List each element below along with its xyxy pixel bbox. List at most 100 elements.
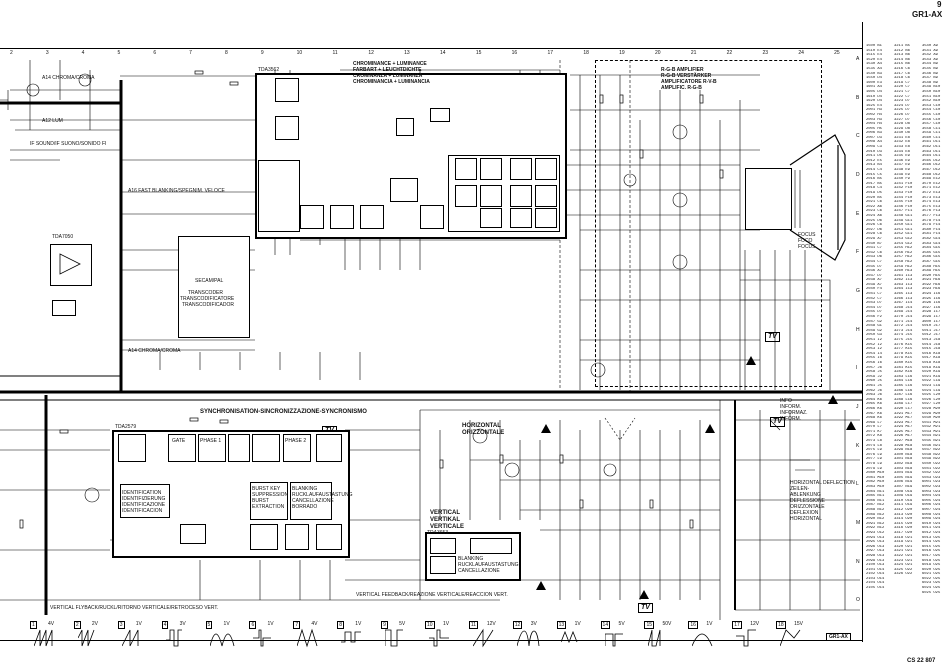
grid-number: 10 [296,50,303,56]
legend-entry: 2069 L7 [866,420,882,425]
legend-entry: 3598 I17 [922,310,941,315]
legend-entry: 2032 C6 [866,250,882,255]
legend-entry: 2048 G1 [866,324,882,329]
grid-number: 16 [511,50,518,56]
legend-entry: 2018 C4 [866,186,882,191]
legend-entry: 1500 B1 [866,44,882,48]
chroma-mix-1 [455,158,477,180]
waveform-trace [648,629,661,647]
legend-entry: 3587 G15 [922,259,941,264]
legend-entry: 3281 K15 [894,365,913,370]
legend-entry: 2037 D7 [866,273,882,278]
legend-entry: 3304 N19 [894,471,913,476]
audio-ic-label: TDA7050 [52,234,74,240]
legend-entry: 3218 C6 [894,76,910,81]
chroma-sub-a [275,78,299,102]
legend-entry: 3565 D12 [922,158,941,163]
legend-entry: 3211 B5 [894,44,910,48]
legend-entry: 3540 A9 [922,44,938,48]
legend-entry: 3323 O21 [894,558,913,563]
legend-entry: 2033 D6 [866,255,882,260]
grid-letter: C [856,133,860,140]
waveform-amplitude: 1V [443,621,450,627]
legend-entry: 2092 N12 [866,526,885,531]
tube-label-2: FOCO [798,238,813,244]
legend-entry: 3251 G11 [894,227,913,232]
legend-entry: 2016 B5 [866,177,882,182]
legend-entry: 3594 I16 [922,292,941,297]
legend-entry: 5038 N22 [922,452,941,457]
legend-entry: 3290 L17 [894,406,913,411]
legend-entry: 3567 D12 [922,168,941,173]
legend-entry: 3231 E8 [894,135,910,140]
ref-left-3: A16 FAST BLANKING/SPEGNIM. VELOCE [128,188,225,194]
chroma-ic-label: TDA3562 [258,67,280,73]
legend-entry: 2084 N11 [866,489,885,494]
legend-entry: 5041 O22 [922,466,941,471]
waveform-amplitude: 1V [267,621,274,627]
legend-entry: 6001 O23 [922,480,941,485]
legend-entry: 3212 B6 [894,48,910,53]
legend-entry: 3320 O21 [894,544,913,549]
legend-entry: 2050 G3 [866,333,882,338]
legend-entry: 3288 L16 [894,397,913,402]
legend-entry: 2042 C7 [866,296,882,301]
legend-entry: 2072 K8 [866,434,882,439]
legend-entry: 5034 N21 [922,434,941,439]
legend-entry: 2005 H5 [866,126,882,131]
audio-amp-triangle [59,253,81,275]
sync-gate [168,434,196,462]
legend-entry: 3244 F10 [894,195,913,200]
legend-entry: 3592 H16 [922,282,941,287]
legend-entry: 6008 O24 [922,512,941,517]
legend-entry: 3240 F9 [894,177,910,182]
audio-ic-block [50,244,92,286]
legend-entry: 3298 M18 [894,443,913,448]
rgb-title-3: AMPLIFICATORE R-V-B [661,79,717,85]
vert-amp-2 [470,538,512,554]
waveform-amplitude: 15V [794,621,804,627]
bus-info-4: INFORM. [780,416,802,422]
legend-entry: 2071 K7 [866,429,882,434]
waveform-id: 1 [30,621,37,629]
legend-entry: 3572 E13 [922,191,941,195]
legend-entry: 5029 M20 [922,411,941,416]
legend-entry: 6007 O24 [922,507,941,512]
waveform-trace [121,629,139,647]
waveform-id: 12 [512,621,523,629]
waveform-amplitude: 5V [399,621,406,627]
legend-entry: 2044 D7 [866,305,882,310]
grid-number: 25 [834,50,840,56]
legend-entry: 3232 E8 [894,140,910,145]
frame-bottom [0,640,862,641]
legend-entry: 2101 O14 [866,567,885,572]
legend-entry: 6019 O25 [922,563,941,568]
burst-4: EXTRACTION [252,504,285,510]
legend-entry: 2006 B3 [866,131,882,136]
legend-entry: 3229 D8 [894,126,910,131]
tube-label-1: FOCUS [798,232,816,238]
legend-entry: 1620 D4 [866,99,882,104]
legend-entry: 3286 L16 [894,388,913,393]
grid-letter: M [856,520,861,526]
grid-number: 24 [798,50,804,56]
legend-entry: 3553 C10 [922,103,941,108]
legend-entry: 5035 N21 [922,439,941,444]
legend-entry: 3248 G11 [894,213,913,218]
ident-block [120,484,170,518]
waveform-id: 9 [381,621,388,629]
transcoder-1: TRANSCODER [188,290,224,296]
rgb-title-4: AMPLIFIC. R-G-B [661,85,702,91]
grid-number: 12 [368,50,374,56]
waveform-id: 7 [293,621,301,629]
legend-entry: 3568 D12 [922,172,941,177]
sync-separator [118,434,146,462]
legend-entry: 3252 G11 [894,232,913,237]
legend-entry: 3543 A9 [922,57,938,62]
legend-entry: 2036 A7 [866,269,882,274]
legend-entry: 3294 M17 [894,425,913,430]
legend-entry: 5043 O23 [922,475,941,480]
legend-entry: 3556 C10 [922,117,941,122]
legend-entry: 2019 D5 [866,191,882,195]
legend-entry: 2053 I2 [866,347,882,352]
